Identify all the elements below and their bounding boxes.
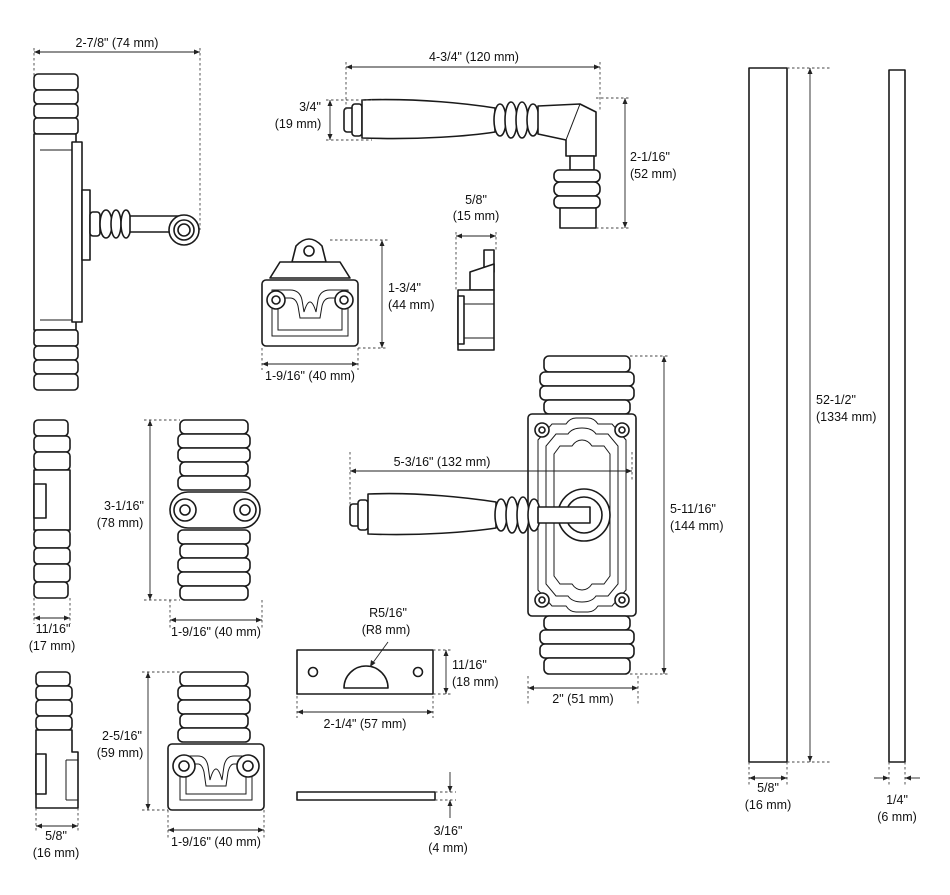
guide-side-in: 11/16" xyxy=(36,622,71,636)
end-height-mm: (59 mm) xyxy=(97,746,144,760)
strike-height-mm: (18 mm) xyxy=(452,675,499,689)
guide-width-label: 1-9/16" (40 mm) xyxy=(171,625,261,639)
strike-plate-front-view xyxy=(296,649,434,695)
strike-radius-mm: (R8 mm) xyxy=(362,623,411,637)
lever-height-in: 2-1/16" xyxy=(630,150,670,164)
dimension-lever-depth: 2-7/8" (74 mm) xyxy=(33,36,201,230)
dimension-keeper-width: 1-9/16" (40 mm) xyxy=(261,348,359,383)
plate-side-view xyxy=(33,73,200,391)
guide-side-mm: (17 mm) xyxy=(29,639,76,653)
keeper-height-mm: (44 mm) xyxy=(388,298,435,312)
dimension-strike-height: 11/16" (18 mm) xyxy=(433,649,499,695)
keeper-front-view xyxy=(261,238,359,347)
dimension-guide-width: 1-9/16" (40 mm) xyxy=(169,600,263,639)
dimension-guide-side: 11/16" (17 mm) xyxy=(29,598,76,653)
guide-height-in: 3-1/16" xyxy=(104,499,144,513)
dimension-plate-height: 5-11/16" (144 mm) xyxy=(630,355,723,675)
end-height-in: 2-5/16" xyxy=(102,729,142,743)
strike-radius-in: R5/16" xyxy=(369,606,407,620)
dimension-guide-height: 3-1/16" (78 mm) xyxy=(97,419,180,601)
rod-length-mm: (1334 mm) xyxy=(816,410,876,424)
lever-length-label: 4-3/4" (120 mm) xyxy=(429,50,519,64)
dimension-rod-length: 52-1/2" (1334 mm) xyxy=(787,67,876,763)
strike-length-label: 2-1/4" (57 mm) xyxy=(324,717,407,731)
dimension-end-height: 2-5/16" (59 mm) xyxy=(97,671,180,811)
dimension-plate-lever-length: 5-3/16" (132 mm) xyxy=(349,452,633,506)
keeper-depth-mm: (15 mm) xyxy=(453,209,500,223)
strike-thickness-in: 3/16" xyxy=(434,824,463,838)
keeper-side-view xyxy=(457,249,495,351)
end-width-label: 1-9/16" (40 mm) xyxy=(171,835,261,849)
lever-diameter-in: 3/4" xyxy=(299,100,321,114)
plate-height-mm: (144 mm) xyxy=(670,519,723,533)
plate-height-in: 5-11/16" xyxy=(670,502,716,516)
strike-plate-side-view xyxy=(296,791,436,801)
end-piece-side-view xyxy=(35,671,79,809)
guide-front-view xyxy=(169,419,261,601)
end-piece-front-view xyxy=(167,671,265,811)
keeper-width-label: 1-9/16" (40 mm) xyxy=(265,369,355,383)
rod-width-mm: (16 mm) xyxy=(745,798,792,812)
dimension-end-side: 5/8" (16 mm) xyxy=(33,808,80,860)
strike-height-in: 11/16" xyxy=(452,658,487,672)
plate-width-label: 2" (51 mm) xyxy=(552,692,613,706)
end-side-mm: (16 mm) xyxy=(33,846,80,860)
lever-depth-label: 2-7/8" (74 mm) xyxy=(76,36,159,50)
guide-height-mm: (78 mm) xyxy=(97,516,144,530)
rod-side-view xyxy=(888,69,906,763)
dimension-plate-width: 2" (51 mm) xyxy=(527,676,639,706)
end-side-in: 5/8" xyxy=(45,829,67,843)
dimension-keeper-height: 1-3/4" (44 mm) xyxy=(330,239,435,349)
backplate-front-view xyxy=(349,355,637,675)
dimension-end-width: 1-9/16" (40 mm) xyxy=(167,810,265,849)
dimension-lever-height: 2-1/16" (52 mm) xyxy=(596,97,677,229)
lever-handle-view xyxy=(343,98,601,229)
plate-lever-length-label: 5-3/16" (132 mm) xyxy=(394,455,491,469)
dimension-keeper-depth: 5/8" (15 mm) xyxy=(453,193,500,292)
keeper-depth-in: 5/8" xyxy=(465,193,487,207)
guide-side-view xyxy=(33,419,71,599)
dimension-strike-radius: R5/16" (R8 mm) xyxy=(362,606,411,667)
keeper-height-in: 1-3/4" xyxy=(388,281,421,295)
dimension-lever-length: 4-3/4" (120 mm) xyxy=(345,50,601,110)
strike-thickness-mm: (4 mm) xyxy=(428,841,468,855)
dimension-lever-diameter: 3/4" (19 mm) xyxy=(275,99,372,141)
rod-length-in: 52-1/2" xyxy=(816,393,856,407)
rod-thickness-mm: (6 mm) xyxy=(877,810,917,824)
dimension-rod-width: 5/8" (16 mm) xyxy=(745,762,792,812)
rod-thickness-in: 1/4" xyxy=(886,793,908,807)
dimension-rod-thickness: 1/4" (6 mm) xyxy=(874,762,920,824)
rod-width-in: 5/8" xyxy=(757,781,779,795)
dimension-strike-length: 2-1/4" (57 mm) xyxy=(296,696,434,731)
lever-diameter-mm: (19 mm) xyxy=(275,117,322,131)
dimension-strike-thickness: 3/16" (4 mm) xyxy=(428,772,468,855)
lever-height-mm: (52 mm) xyxy=(630,167,677,181)
rod-front-view xyxy=(748,67,788,763)
